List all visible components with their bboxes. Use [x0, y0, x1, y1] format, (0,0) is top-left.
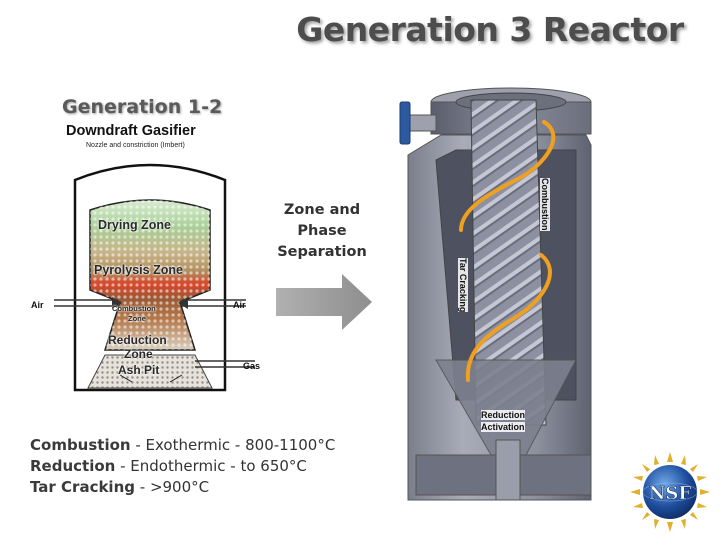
- reactor-finned-column: [470, 99, 547, 426]
- slide-title: Generation 3 Reactor: [296, 10, 684, 49]
- zone-temperature-legend: Combustion - Exothermic - 800-1100°C Red…: [30, 435, 335, 498]
- reactor-tar-cracking-label: Tar Cracking: [458, 258, 468, 313]
- ash-pit-label: Ash Pit: [118, 363, 160, 377]
- generation-1-2-heading: Generation 1-2: [62, 96, 223, 118]
- reactor-combustion-label: Combustion: [540, 178, 550, 231]
- gasifier-outer-vessel: [73, 163, 227, 392]
- legend-row-reduction: Reduction - Endothermic - to 650°C: [30, 457, 307, 475]
- reactor-activation-label: Activation: [481, 422, 525, 432]
- reduction-zone-label-line2: Zone: [124, 347, 153, 361]
- air-right-label: Air: [233, 300, 246, 310]
- heating-coil: [459, 120, 556, 382]
- nsf-logo: NSF: [630, 452, 710, 532]
- transition-line-2: Phase: [297, 223, 347, 239]
- reduction-zone-label-line1: Reduction: [108, 333, 167, 347]
- gas-label: Gas: [243, 361, 261, 371]
- gasifier-subtitle: Nozzle and constriction (Imbert): [86, 142, 185, 149]
- pyrolysis-zone-label: Pyrolysis Zone: [94, 263, 183, 277]
- legend-row-tar-cracking: Tar Cracking - >900°C: [30, 478, 210, 496]
- combustion-zone-label-line1: Combustion: [112, 304, 156, 313]
- drying-zone-label: Drying Zone: [98, 218, 171, 232]
- right-arrow-icon: [276, 274, 372, 330]
- air-arrow-right: [178, 297, 188, 309]
- gasifier-title: Downdraft Gasifier: [66, 123, 196, 139]
- legend-row-combustion: Combustion - Exothermic - 800-1100°C: [30, 436, 336, 454]
- combustion-zone-label-line2: Zone: [128, 314, 146, 323]
- transition-line-1: Zone and: [283, 202, 361, 218]
- air-left-label: Air: [31, 300, 44, 310]
- nsf-logo-text: NSF: [649, 483, 691, 504]
- zone-phase-separation-text: Zone and Phase Separation: [270, 200, 374, 263]
- downdraft-gasifier-diagram: [54, 163, 255, 392]
- reactor-reduction-label: Reduction: [481, 410, 525, 420]
- transition-line-3: Separation: [277, 244, 367, 260]
- air-arrow-left: [112, 297, 122, 309]
- generation-3-reactor-illustration: [399, 87, 592, 501]
